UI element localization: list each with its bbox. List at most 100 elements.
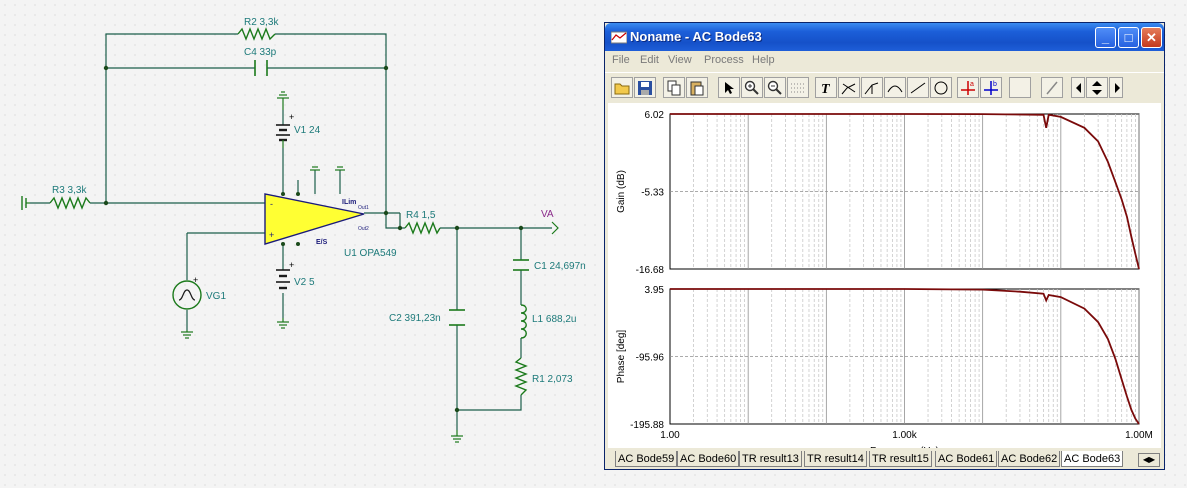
battery-v1: + [276, 112, 294, 148]
tab-tr-result13[interactable]: TR result13 [739, 451, 802, 467]
zoom-out-icon[interactable] [764, 77, 786, 98]
tab-tr-result14[interactable]: TR result14 [804, 451, 867, 467]
result-tabs: AC Bode59 AC Bode60 TR result13 TR resul… [605, 450, 1164, 469]
copy-icon[interactable] [663, 77, 685, 98]
menu-help[interactable]: Help [752, 54, 775, 66]
inductor-l1 [520, 304, 527, 339]
label-u1: U1 OPA549 [344, 248, 397, 259]
svg-text:+: + [289, 112, 294, 122]
tab-ac-bode63[interactable]: AC Bode63 [1061, 451, 1124, 467]
signal-generator-vg1: + [172, 275, 202, 310]
grid-icon[interactable] [787, 77, 809, 98]
label-r2: R2 3,3k [244, 17, 279, 28]
label-r4: R4 1,5 [406, 210, 436, 221]
tab-ac-bode60[interactable]: AC Bode60 [677, 451, 740, 467]
label-c1: C1 24,697n [534, 261, 586, 272]
bode-plot-svg[interactable]: 6.02 -5.33 -16.68 Gain (dB) 3.95 -95.96 -195.8… [608, 103, 1161, 457]
label-c2: C2 391,23n [389, 313, 441, 324]
probe-icon[interactable] [1041, 77, 1063, 98]
es-label: E/S [316, 239, 328, 246]
pointer-icon[interactable] [718, 77, 740, 98]
label-vg1: VG1 [206, 291, 226, 302]
bode-plot-area[interactable]: 6.02 -5.33 -16.68 Gain (dB) 3.95 -95.96 -195.8… [608, 103, 1161, 457]
line-icon[interactable] [907, 77, 929, 98]
tangent-icon[interactable] [838, 77, 860, 98]
svg-text:+: + [193, 275, 198, 285]
blank-tool-button[interactable] [1009, 77, 1031, 98]
schematic-wires [30, 33, 552, 430]
y-axis-label: Phase [deg] [616, 330, 627, 384]
label-c4: C4 33p [244, 47, 277, 58]
menu-bar: File Edit View Process Help [605, 51, 1164, 71]
y-tick-label: -95.96 [636, 353, 665, 364]
text-icon[interactable]: T [815, 77, 837, 98]
capacitor-c2 [449, 309, 465, 326]
x-tick-label: 1.00M [1125, 430, 1153, 441]
paste-icon[interactable] [686, 77, 708, 98]
close-button[interactable]: ✕ [1141, 27, 1162, 48]
x-axis-label: Frequency (Hz) [870, 446, 939, 448]
y-tick-label: 3.95 [645, 285, 665, 296]
label-v2: V2 5 [294, 277, 315, 288]
menu-file[interactable]: File [612, 54, 630, 66]
title-bar[interactable]: Noname - AC Bode63 _ □ ✕ [605, 23, 1164, 51]
cursor-a-icon[interactable]: a [957, 77, 979, 98]
x-tick-label: 1.00k [892, 430, 917, 441]
opamp-u1: - + ILim E/S Out1 Out2 [264, 193, 369, 246]
curve-icon[interactable] [884, 77, 906, 98]
resistor-r3 [49, 196, 91, 210]
resistor-r2 [237, 27, 276, 41]
resistor-r1 [514, 357, 528, 396]
y-tick-label: -195.88 [630, 420, 664, 431]
out1-label: Out1 [358, 205, 369, 211]
menu-process[interactable]: Process [704, 54, 744, 66]
resistor-r4 [404, 221, 441, 235]
open-icon[interactable] [611, 77, 633, 98]
toolbar: T a b [605, 72, 1164, 103]
svg-text:T: T [821, 82, 831, 96]
slope-icon[interactable] [861, 77, 883, 98]
maximize-button[interactable]: □ [1118, 27, 1139, 48]
capacitor-c4 [254, 60, 268, 76]
menu-view[interactable]: View [668, 54, 692, 66]
svg-text:b: b [993, 81, 997, 88]
tab-tr-result15[interactable]: TR result15 [869, 451, 932, 467]
label-v1: V1 24 [294, 125, 321, 136]
tab-ac-bode59[interactable]: AC Bode59 [615, 451, 678, 467]
y-tick-label: -16.68 [636, 265, 665, 276]
arrow-right-icon[interactable] [1109, 77, 1123, 98]
label-r1: R1 2,073 [532, 374, 573, 385]
opamp-minus-label: - [270, 199, 273, 209]
tab-scroll-arrows[interactable]: ◀▶ [1138, 453, 1160, 467]
label-va: VA [541, 209, 554, 220]
tab-ac-bode61[interactable]: AC Bode61 [935, 451, 998, 467]
junction-nodes [103, 65, 524, 413]
va-output-terminal [551, 221, 559, 235]
x-tick-label: 1.00 [660, 430, 680, 441]
minimize-button[interactable]: _ [1095, 27, 1116, 48]
out2-label: Out2 [358, 226, 369, 232]
ground-symbols [181, 91, 463, 443]
series-line [670, 288, 1140, 425]
svg-text:a: a [970, 81, 974, 88]
window-title: Noname - AC Bode63 [630, 29, 762, 44]
tab-ac-bode62[interactable]: AC Bode62 [998, 451, 1061, 467]
arrow-updown-icon[interactable] [1086, 77, 1108, 98]
app-icon [611, 31, 627, 44]
y-tick-label: 6.02 [645, 110, 665, 121]
svg-text:+: + [289, 260, 294, 270]
battery-v2: + [276, 260, 294, 290]
menu-edit[interactable]: Edit [640, 54, 659, 66]
save-icon[interactable] [634, 77, 656, 98]
opamp-plus-label: + [269, 230, 274, 240]
input-ground-terminal [21, 196, 30, 210]
circuit-schematic: - + ILim E/S Out1 Out2 + + + [21, 17, 586, 443]
y-tick-label: -5.33 [641, 188, 664, 199]
label-l1: L1 688,2u [532, 314, 577, 325]
zoom-in-icon[interactable] [741, 77, 763, 98]
circle-icon[interactable] [930, 77, 952, 98]
cursor-b-icon[interactable]: b [980, 77, 1002, 98]
arrow-left-icon[interactable] [1071, 77, 1085, 98]
y-axis-label: Gain (dB) [616, 170, 627, 213]
ilim-label: ILim [342, 199, 356, 206]
